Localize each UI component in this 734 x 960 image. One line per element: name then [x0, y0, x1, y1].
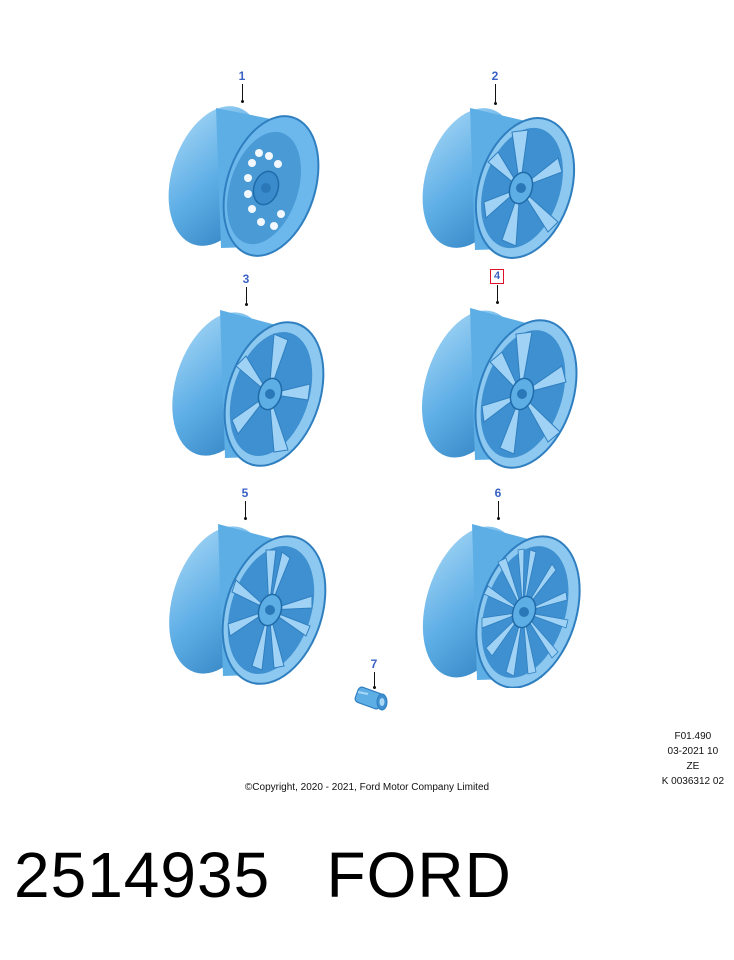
callout-7[interactable]: 7: [370, 657, 378, 671]
drawing-ref: F01.490: [674, 731, 712, 742]
leader-dot-2: [494, 102, 497, 105]
wheel-2-alloy[interactable]: [420, 100, 580, 260]
leader-line-4: [497, 285, 498, 303]
wheel-5-alloy[interactable]: [166, 516, 331, 686]
leader-dot-6: [497, 517, 500, 520]
leader-line-3: [246, 287, 247, 305]
callout-4-highlighted[interactable]: 4: [490, 269, 504, 284]
drawing-code: ZE: [686, 761, 700, 772]
copyright-text: ©Copyright, 2020 - 2021, Ford Motor Comp…: [244, 782, 490, 793]
leader-dot-3: [245, 303, 248, 306]
part-number: 2514935: [14, 839, 271, 911]
leader-dot-7: [373, 686, 376, 689]
leader-line-5: [245, 501, 246, 519]
leader-dot-4: [496, 301, 499, 304]
wheel-4-alloy[interactable]: [420, 300, 580, 470]
leader-line-1: [242, 84, 243, 102]
part-title: 2514935 FORD: [14, 838, 512, 912]
brand-name: FORD: [326, 839, 512, 911]
callout-3[interactable]: 3: [242, 272, 250, 286]
part-7-valve[interactable]: [352, 684, 392, 714]
wheel-1-steel[interactable]: [166, 98, 326, 258]
wheel-6-multi-spoke-alloy[interactable]: [420, 516, 585, 688]
leader-line-2: [495, 84, 496, 104]
drawing-number: K 0036312 02: [661, 776, 724, 787]
leader-line-6: [498, 501, 499, 519]
callout-5[interactable]: 5: [241, 486, 249, 500]
callout-6[interactable]: 6: [494, 486, 502, 500]
leader-dot-1: [241, 100, 244, 103]
callout-1[interactable]: 1: [238, 69, 246, 83]
leader-dot-5: [244, 517, 247, 520]
leader-line-7: [374, 672, 375, 688]
wheel-3-alloy[interactable]: [170, 302, 330, 467]
drawing-date: 03-2021 10: [667, 746, 719, 757]
drawing-info: F01.490 03-2021 10 ZE K 0036312 02: [662, 729, 724, 789]
callout-2[interactable]: 2: [491, 69, 499, 83]
